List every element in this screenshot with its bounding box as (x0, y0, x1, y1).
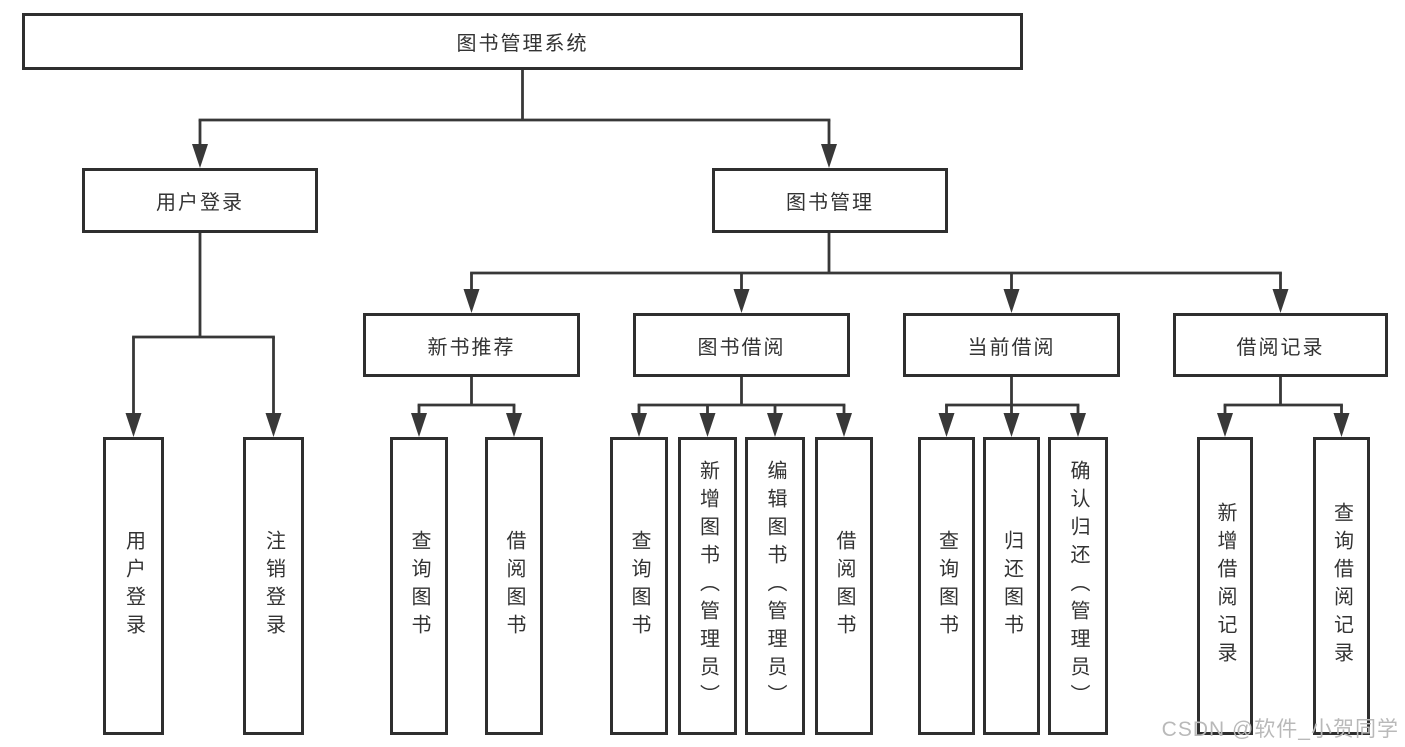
node-book-borrowing: 图书借阅 (633, 313, 850, 377)
leaf-user-login-label: 用户登录 (122, 530, 145, 642)
node-current-borrowing-label: 当前借阅 (967, 336, 1056, 359)
node-current-borrowing: 当前借阅 (903, 313, 1120, 377)
leaf-current-return-books: 归还图书 (983, 437, 1040, 735)
node-user-login: 用户登录 (82, 168, 318, 233)
leaf-borrowing-edit-books-label: 编辑图书（管理员） (764, 460, 786, 712)
leaf-borrowing-edit-books: 编辑图书（管理员） (745, 437, 805, 735)
leaf-current-confirm-return-label: 确认归还（管理员） (1067, 460, 1089, 712)
leaf-borrowing-borrow-books: 借阅图书 (815, 437, 873, 735)
node-user-login-label: 用户登录 (156, 192, 244, 214)
node-root: 图书管理系统 (22, 13, 1023, 70)
csdn-watermark: CSDN @软件_小贺同学 (1161, 718, 1399, 741)
leaf-borrowing-borrow-books-label: 借阅图书 (833, 530, 855, 642)
leaf-newbook-query-books: 查询图书 (390, 437, 448, 735)
leaf-records-query-record-label: 查询借阅记录 (1330, 502, 1353, 670)
leaf-borrowing-add-books: 新增图书（管理员） (678, 437, 737, 735)
leaf-current-confirm-return: 确认归还（管理员） (1048, 437, 1108, 735)
leaf-newbook-query-books-label: 查询图书 (408, 530, 430, 642)
leaf-records-add-record: 新增借阅记录 (1197, 437, 1253, 735)
node-book-management: 图书管理 (712, 168, 948, 233)
node-book-borrowing-label: 图书借阅 (697, 336, 786, 359)
leaf-borrowing-query-books: 查询图书 (610, 437, 668, 735)
leaf-logout-label: 注销登录 (262, 530, 285, 642)
leaf-current-query-books: 查询图书 (918, 437, 975, 735)
leaf-newbook-borrow-books-label: 借阅图书 (503, 530, 525, 642)
node-new-book-recommend: 新书推荐 (363, 313, 580, 377)
leaf-logout: 注销登录 (243, 437, 304, 735)
leaf-current-query-books-label: 查询图书 (935, 530, 958, 642)
node-borrowing-records: 借阅记录 (1173, 313, 1388, 377)
node-borrowing-records-label: 借阅记录 (1236, 336, 1325, 359)
leaf-newbook-borrow-books: 借阅图书 (485, 437, 543, 735)
leaf-user-login: 用户登录 (103, 437, 164, 735)
node-book-management-label: 图书管理 (786, 192, 874, 214)
leaf-current-return-books-label: 归还图书 (1000, 530, 1023, 642)
node-new-book-recommend-label: 新书推荐 (427, 336, 516, 359)
leaf-borrowing-query-books-label: 查询图书 (628, 530, 650, 642)
leaf-borrowing-add-books-label: 新增图书（管理员） (696, 460, 719, 712)
node-root-label: 图书管理系统 (456, 33, 589, 55)
leaf-records-query-record: 查询借阅记录 (1313, 437, 1370, 735)
leaf-records-add-record-label: 新增借阅记录 (1214, 502, 1236, 670)
